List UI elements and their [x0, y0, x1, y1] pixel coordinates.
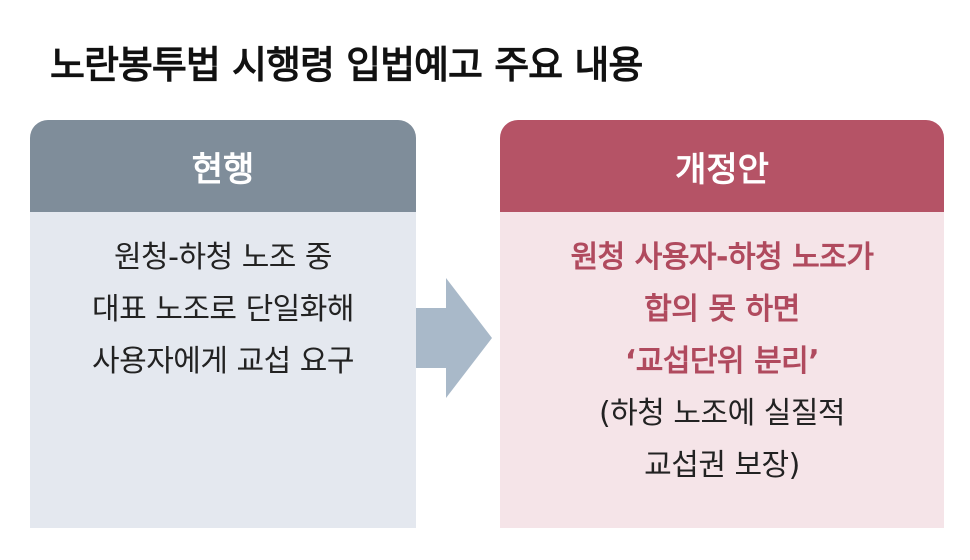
- proposal-highlight-line: 원청 사용자-하청 노조가: [570, 240, 874, 275]
- proposal-panel: 개정안 원청 사용자-하청 노조가 합의 못 하면 ‘교섭단위 분리’ (하청 …: [500, 120, 944, 528]
- proposal-note-line: (하청 노조에 실질적: [598, 396, 846, 431]
- current-line: 원청-하청 노조 중: [113, 240, 333, 275]
- current-line: 사용자에게 교섭 요구: [92, 344, 354, 379]
- page-title: 노란봉투법 시행령 입법예고 주요 내용: [50, 43, 643, 87]
- right-arrow-icon: [416, 278, 492, 398]
- current-line: 대표 노조로 단일화해: [92, 292, 354, 327]
- proposal-header: 개정안: [500, 120, 944, 212]
- current-body: 원청-하청 노조 중 대표 노조로 단일화해 사용자에게 교섭 요구: [30, 212, 416, 388]
- proposal-note-line: 교섭권 보장): [644, 448, 800, 483]
- proposal-highlight-line: 합의 못 하면: [644, 292, 800, 327]
- current-header: 현행: [30, 120, 416, 212]
- current-panel: 현행 원청-하청 노조 중 대표 노조로 단일화해 사용자에게 교섭 요구: [30, 120, 416, 528]
- proposal-body: 원청 사용자-하청 노조가 합의 못 하면 ‘교섭단위 분리’ (하청 노조에 …: [500, 212, 944, 492]
- proposal-highlight-line: ‘교섭단위 분리’: [624, 344, 820, 379]
